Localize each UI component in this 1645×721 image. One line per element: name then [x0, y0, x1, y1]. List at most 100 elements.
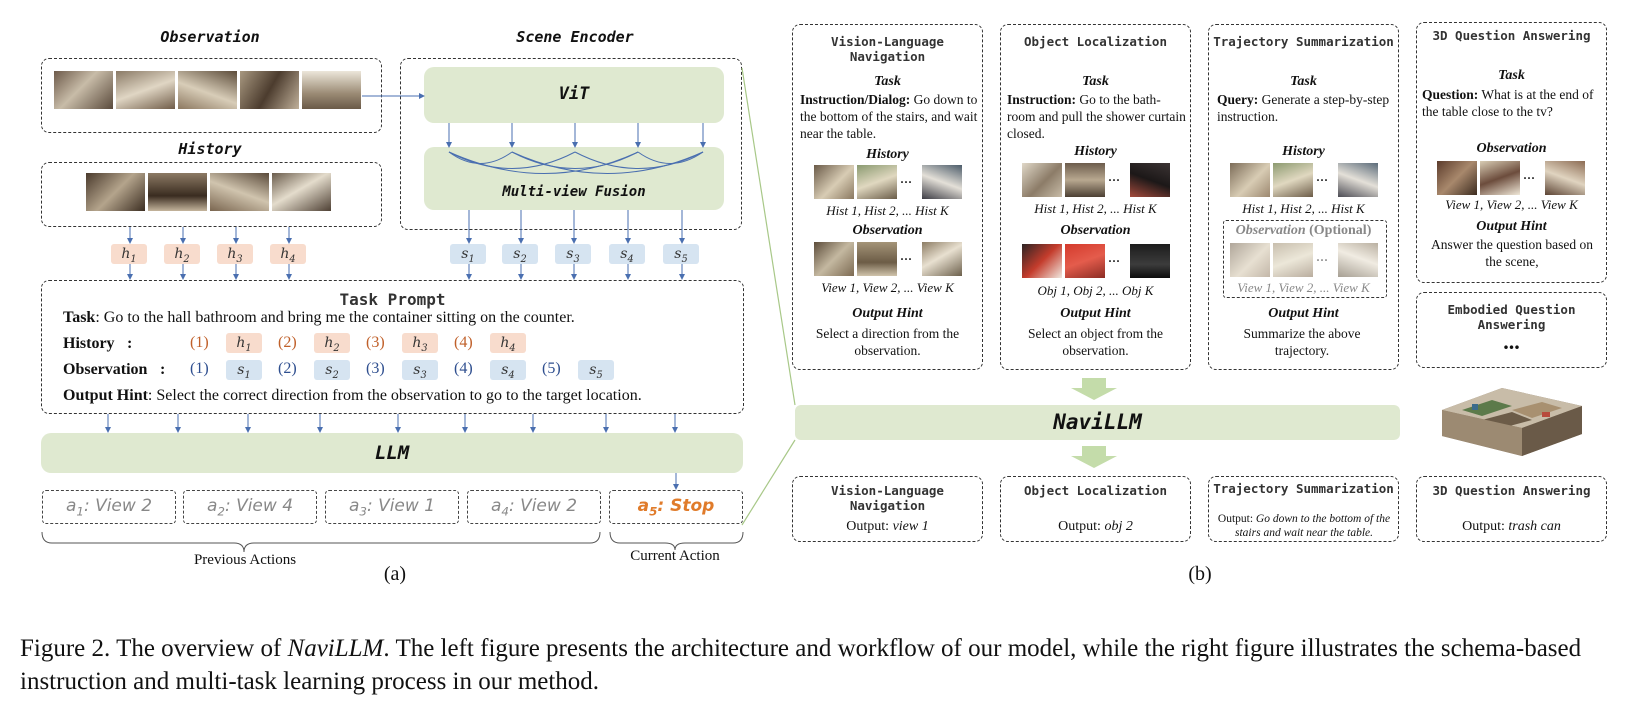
s-token: s4 — [490, 360, 526, 381]
observation-num: (5) — [542, 360, 561, 377]
navillm-label: NaviLLM — [1053, 410, 1142, 434]
history-box — [41, 162, 382, 227]
task-label: Task — [1290, 74, 1317, 89]
ts-task-text: Query: Generate a step-by-step instructi… — [1217, 92, 1390, 124]
hint-text: Select an object from the observation. — [1028, 326, 1163, 358]
history-title: History — [178, 140, 242, 158]
hint-text: Select a direction from the observation. — [815, 326, 960, 358]
output-box — [1000, 476, 1191, 542]
panel-label-b: (b) — [1188, 563, 1212, 585]
history-label: History — [866, 147, 909, 162]
task-label: Task — [1082, 74, 1109, 89]
hint-label: Output Hint — [1060, 306, 1131, 321]
observation-num: (4) — [454, 360, 473, 377]
h-token: h3 — [217, 244, 253, 265]
history-num: (1) — [190, 334, 209, 351]
vit-label: ViT — [558, 84, 590, 104]
output-value: Output: view 1 — [846, 519, 929, 534]
observation-label: Observation — [1060, 223, 1131, 238]
observation-caption: View 1, View 2, ... View K — [821, 280, 954, 295]
output-value: Output: trash can — [1462, 519, 1561, 534]
vit-block — [424, 67, 724, 123]
h-token: h2 — [314, 333, 350, 354]
s-token: s3 — [555, 244, 591, 265]
observation-num: (3) — [366, 360, 385, 377]
observation-label: Observation — [852, 223, 923, 238]
output-title: 3D Question Answering — [1432, 483, 1591, 498]
llm-label: LLM — [374, 442, 410, 464]
observation-optional-label: Observation (Optional) — [1235, 223, 1372, 238]
h-token: h1 — [226, 333, 262, 354]
output-box — [1208, 476, 1399, 542]
figure-caption: Figure 2. The overview of NaviLLM. The l… — [20, 635, 1582, 695]
current-action-box: a5: Stop — [609, 490, 743, 524]
hint-text: Answer the question based on the scene, — [1431, 237, 1593, 269]
h-token: h3 — [402, 333, 438, 354]
h-token: h2 — [164, 244, 200, 265]
task-line: Task: Go to the hall bathroom and bring … — [63, 309, 575, 326]
output-value: Output: obj 2 — [1058, 519, 1133, 534]
action-box: a4: View 2 — [467, 490, 601, 524]
history-num: (4) — [454, 334, 473, 351]
vln-task-text: Instruction/Dialog: Go down to the botto… — [800, 92, 978, 141]
history-caption: Hist 1, Hist 2, ... Hist K — [1242, 201, 1365, 216]
navillm-block — [795, 405, 1400, 440]
eqa-title: Embodied Question Answering — [1447, 302, 1576, 332]
observation-caption: View 1, View 2, ... View K — [1445, 197, 1578, 212]
h-token: h4 — [270, 244, 306, 265]
h-token: h1 — [111, 244, 147, 265]
history-key: History — [63, 335, 115, 352]
s-token: s3 — [402, 360, 438, 381]
s-token: s4 — [609, 244, 645, 265]
output-title: Vision-Language Navigation — [831, 483, 944, 513]
ol-panel — [1000, 24, 1191, 370]
qa-title: 3D Question Answering — [1432, 28, 1591, 43]
previous-actions-label: Previous Actions — [193, 552, 297, 568]
s-token: s1 — [450, 244, 486, 265]
history-num: (3) — [366, 334, 385, 351]
history-label: History — [1074, 144, 1117, 159]
s-token: s2 — [502, 244, 538, 265]
output-title: Object Localization — [1024, 483, 1167, 498]
hint-label: Output Hint — [1268, 306, 1339, 321]
ol-title: Object Localization — [1024, 34, 1167, 49]
scene-encoder-title: Scene Encoder — [516, 28, 634, 46]
observation-num: (2) — [278, 360, 297, 377]
current-action-label: Current Action — [630, 548, 720, 564]
ol-task-text: Instruction: Go to the bath-room and pul… — [1007, 92, 1186, 141]
hint-label: Output Hint — [852, 306, 923, 321]
history-caption: Hist 1, Hist 2, ... Hist K — [826, 203, 949, 218]
s-token: s5 — [578, 360, 614, 381]
action-box: a3: View 1 — [325, 490, 459, 524]
optional-observation-box — [1223, 220, 1387, 298]
qa-task-text: Question: What is at the end of the tabl… — [1422, 87, 1594, 119]
hint-label: Output Hint — [1476, 219, 1547, 234]
output-value: Output: Go down to the bottom of the sta… — [1217, 513, 1391, 539]
s-token: s5 — [663, 244, 699, 265]
history-num: (2) — [278, 334, 297, 351]
s-token: s1 — [226, 360, 262, 381]
hint-line: Output Hint: Select the correct directio… — [63, 387, 642, 404]
action-box: a2: View 4 — [183, 490, 317, 524]
ellipsis: ... — [1503, 329, 1520, 354]
hint-text: Summarize the above trajectory. — [1243, 326, 1361, 358]
eqa-panel — [1416, 292, 1607, 368]
observation-title: Observation — [160, 28, 260, 46]
qa-panel — [1416, 22, 1607, 283]
history-caption: Hist 1, Hist 2, ... Hist K — [1034, 201, 1157, 216]
observation-label: Observation — [1476, 141, 1547, 156]
history-label: History — [1282, 144, 1325, 159]
ts-panel — [1208, 24, 1399, 370]
s-token: s2 — [314, 360, 350, 381]
llm-block — [41, 433, 743, 473]
observation-key: Observation — [63, 361, 148, 378]
ts-title: Trajectory Summarization — [1213, 34, 1394, 49]
task-label: Task — [874, 74, 901, 89]
fusion-block — [424, 147, 724, 210]
output-title: Trajectory Summarization — [1213, 481, 1394, 496]
observation-caption: View 1, View 2, ... View K — [1237, 280, 1370, 295]
h-token: h4 — [490, 333, 526, 354]
3d-scene-image — [1432, 380, 1592, 458]
observation-num: (1) — [190, 360, 209, 377]
vln-title: Vision-Language Navigation — [831, 34, 944, 64]
